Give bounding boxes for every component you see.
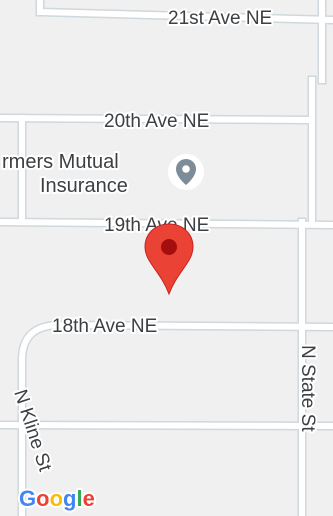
place-pin-icon[interactable] bbox=[168, 154, 204, 190]
road-19th-ave bbox=[0, 218, 333, 229]
google-logo-letter: l bbox=[76, 486, 82, 511]
poi-label-line1[interactable]: rmers Mutual bbox=[0, 149, 121, 175]
poi-label-line2[interactable]: Insurance bbox=[38, 173, 130, 199]
google-logo-letter: o bbox=[50, 486, 63, 511]
google-logo: Google bbox=[19, 486, 95, 511]
street-label-20th-ave: 20th Ave NE bbox=[104, 111, 209, 132]
street-label-kline-st: N Kline St bbox=[9, 387, 55, 475]
road-south bbox=[0, 421, 333, 430]
map-marker-icon[interactable] bbox=[144, 223, 194, 296]
google-logo-letter: G bbox=[19, 486, 36, 511]
street-label-state-st: N State St bbox=[297, 345, 318, 432]
road-21st-ave bbox=[36, 8, 333, 24]
road-20th-ave bbox=[0, 114, 314, 124]
street-label-21st-ave: 21st Ave NE bbox=[168, 8, 272, 29]
google-logo-letter: e bbox=[83, 486, 95, 511]
google-logo-letter: g bbox=[63, 486, 76, 511]
google-logo-letter: o bbox=[36, 486, 49, 511]
road-18th-ave-kline bbox=[19, 321, 333, 516]
street-label-18th-ave: 18th Ave NE bbox=[52, 316, 157, 337]
